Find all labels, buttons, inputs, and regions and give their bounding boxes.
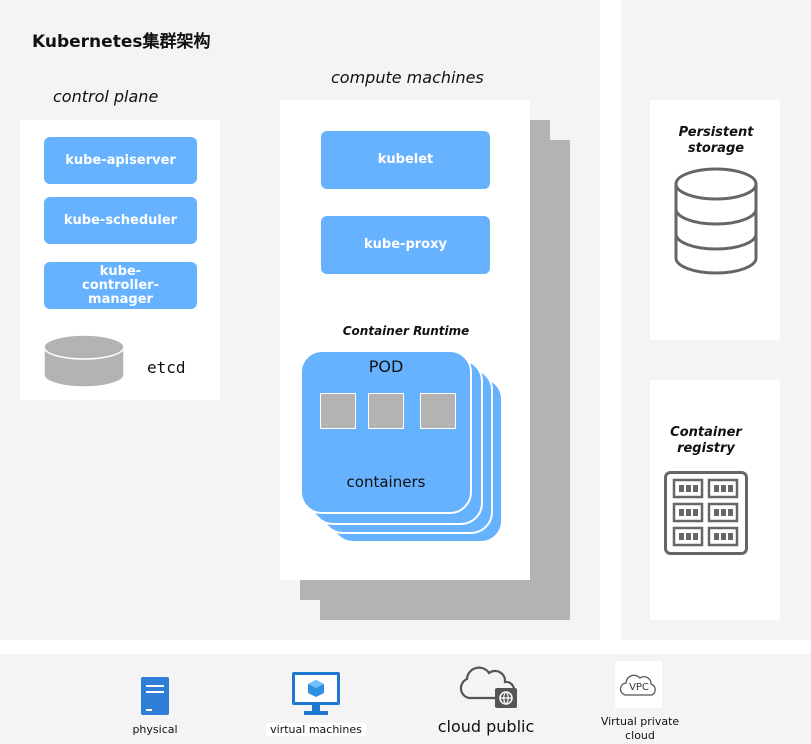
physical-server-icon	[141, 677, 169, 715]
registry-grid-icon	[664, 471, 748, 555]
virtual-machines-label: virtual machines	[266, 723, 366, 736]
kube-controller-manager-box[interactable]: kube-controller-manager	[44, 262, 197, 309]
container-runtime-label: Container Runtime	[342, 324, 470, 338]
container-registry-label: Container registry	[670, 425, 742, 456]
kube-apiserver-box[interactable]: kube-apiserver	[44, 137, 197, 184]
persistent-storage-label: Persistent storage	[678, 125, 754, 156]
compute-machines-label: compute machines	[331, 68, 484, 87]
pod-label: POD	[368, 357, 404, 376]
cloud-public-icon	[459, 666, 517, 708]
containers-label: containers	[346, 473, 426, 491]
control-plane-label: control plane	[53, 87, 159, 106]
container-square-1	[320, 393, 356, 429]
page-title: Kubernetes集群架构	[32, 32, 211, 52]
physical-label: physical	[132, 723, 178, 736]
etcd-label: etcd	[147, 358, 186, 377]
persistent-storage-box	[650, 100, 780, 340]
pod-box[interactable]	[300, 350, 472, 514]
vpc-icon-text: VPC	[629, 682, 649, 693]
vpc-label: Virtual private cloud	[600, 715, 680, 742]
etcd-database-icon	[43, 334, 125, 388]
infrastructure-panel	[0, 654, 811, 744]
storage-database-icon	[674, 167, 758, 275]
vpc-cloud-icon	[619, 674, 656, 696]
kube-proxy-box[interactable]: kube-proxy	[321, 216, 490, 274]
virtual-machine-monitor-icon	[292, 672, 340, 715]
kube-scheduler-box[interactable]: kube-scheduler	[44, 197, 197, 244]
cloud-public-label: cloud public	[437, 717, 535, 736]
container-square-3	[420, 393, 456, 429]
kubelet-box[interactable]: kubelet	[321, 131, 490, 189]
container-square-2	[368, 393, 404, 429]
container-registry-box	[650, 380, 780, 620]
